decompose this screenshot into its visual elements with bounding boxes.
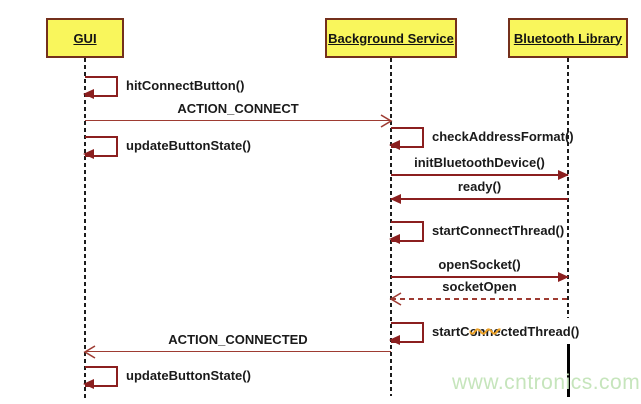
actor-label: Background Service xyxy=(328,30,454,46)
arrowhead-open-icon xyxy=(378,114,393,128)
message-action-connected: ACTION_CONNECTED xyxy=(83,332,391,359)
message-label: updateButtonState() xyxy=(126,368,251,383)
message-socketopen: socketOpen xyxy=(389,279,568,306)
lifeline-gui xyxy=(84,58,86,398)
message-line xyxy=(391,174,568,176)
actor-gui: GUI xyxy=(46,18,124,58)
message-ready: ready() xyxy=(390,179,568,204)
message-line xyxy=(85,351,391,352)
message-label: hitConnectButton() xyxy=(126,78,245,93)
watermark-text: www.cntronics.com xyxy=(452,371,641,394)
arrowhead-filled-icon xyxy=(389,234,400,244)
message-label: openSocket() xyxy=(438,257,521,272)
message-action-connect: ACTION_CONNECT xyxy=(85,101,393,128)
message-label-part: onne xyxy=(469,324,501,339)
arrowhead-filled-icon xyxy=(83,89,94,99)
actor-background-service: Background Service xyxy=(325,18,457,58)
message-initbluetoothdevice: initBluetoothDevice() xyxy=(391,155,569,180)
arrowhead-filled-icon xyxy=(390,194,401,204)
actor-label: GUI xyxy=(73,30,97,46)
lifeline-end-bar xyxy=(567,344,570,397)
message-label: checkAddressFormat() xyxy=(432,129,574,144)
message-label-part: startC xyxy=(432,324,470,339)
message-line xyxy=(85,120,391,121)
message-line xyxy=(391,298,568,300)
actor-label: Bluetooth Library xyxy=(513,30,623,46)
message-label: socketOpen xyxy=(442,279,517,294)
message-opensocket: openSocket() xyxy=(391,257,569,282)
message-label: startConnectThread() xyxy=(432,223,565,238)
self-message-hitconnectbutton: hitConnectButton() xyxy=(83,76,244,99)
message-label: initBluetoothDevice() xyxy=(414,155,545,170)
message-label-part: ctedThread() xyxy=(500,324,580,339)
message-label: ACTION_CONNECTED xyxy=(168,332,308,347)
arrowhead-filled-icon xyxy=(389,140,400,150)
message-label: startConnectedThread() xyxy=(432,324,579,339)
self-message-updatebuttonstate: updateButtonState() xyxy=(83,366,251,389)
actor-bluetooth-library: Bluetooth Library xyxy=(508,18,628,58)
arrowhead-filled-icon xyxy=(558,170,569,180)
arrowhead-filled-icon xyxy=(83,149,94,159)
arrowhead-filled-icon xyxy=(389,335,400,345)
self-message-startconnectthread: startConnectThread() xyxy=(389,221,564,244)
arrowhead-open-icon xyxy=(389,292,404,306)
message-label: updateButtonState() xyxy=(126,138,251,153)
message-label: ready() xyxy=(457,179,502,194)
message-label: ACTION_CONNECT xyxy=(177,101,299,116)
lifeline-background-service xyxy=(390,58,392,396)
self-message-startconnectedthread: startConnectedThread() xyxy=(389,322,579,345)
message-line xyxy=(391,276,568,278)
arrowhead-open-icon xyxy=(83,345,98,359)
self-message-checkaddressformat: checkAddressFormat() xyxy=(389,127,574,150)
lifeline-bluetooth-library xyxy=(567,58,569,318)
arrowhead-filled-icon xyxy=(83,379,94,389)
self-message-updatebuttonstate: updateButtonState() xyxy=(83,136,251,159)
message-line xyxy=(391,198,568,200)
arrowhead-filled-icon xyxy=(558,272,569,282)
